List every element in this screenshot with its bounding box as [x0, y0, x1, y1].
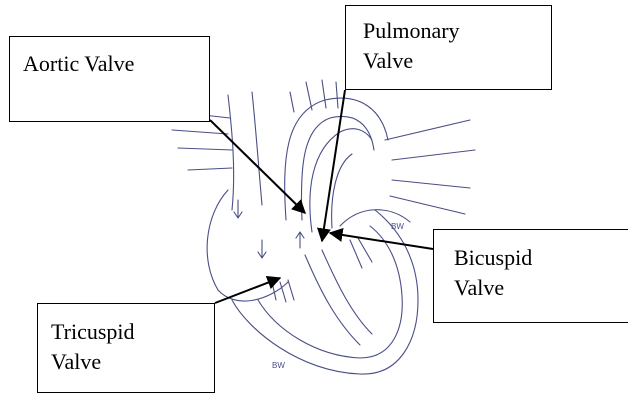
tricuspid-chordae [272, 280, 294, 302]
aortic-arch [285, 98, 388, 220]
aortic-valve-label: Aortic Valve [9, 36, 210, 122]
bicuspid-chordae [350, 238, 372, 268]
bicuspid-valve-label: Bicuspid Valve [433, 229, 628, 323]
ventricle-inner-wall [258, 226, 402, 358]
flow-arrows [234, 200, 304, 258]
right-vessel-lines [385, 120, 475, 214]
pulmonary-valve-label: Pulmonary Valve [345, 5, 552, 90]
arch-branches [290, 80, 338, 112]
arrow-bicuspid [330, 233, 433, 249]
arrow-aortic [210, 120, 305, 213]
bicuspid-valve-label-line-2: Valve [454, 273, 628, 303]
pulmonary-valve-label-line-2: Valve [363, 46, 551, 76]
aortic-valve-label-line-1: Aortic Valve [23, 49, 209, 79]
initials-right: BW [391, 222, 404, 231]
initials-bottom: BW [272, 361, 285, 370]
tricuspid-valve-label-line-2: Valve [51, 347, 214, 377]
superior-vena-cava [228, 92, 262, 210]
bicuspid-valve-label-line-1: Bicuspid [454, 243, 628, 273]
arrow-tricuspid [215, 278, 280, 303]
pulmonary-trunk [310, 129, 372, 232]
ventricle-outer-wall [232, 210, 418, 374]
septum [305, 250, 372, 345]
tricuspid-valve-label-line-1: Tricuspid [51, 317, 214, 347]
right-atrium [207, 190, 288, 301]
pulmonary-valve-label-line-1: Pulmonary [363, 16, 551, 46]
tricuspid-valve-label: Tricuspid Valve [37, 303, 215, 393]
